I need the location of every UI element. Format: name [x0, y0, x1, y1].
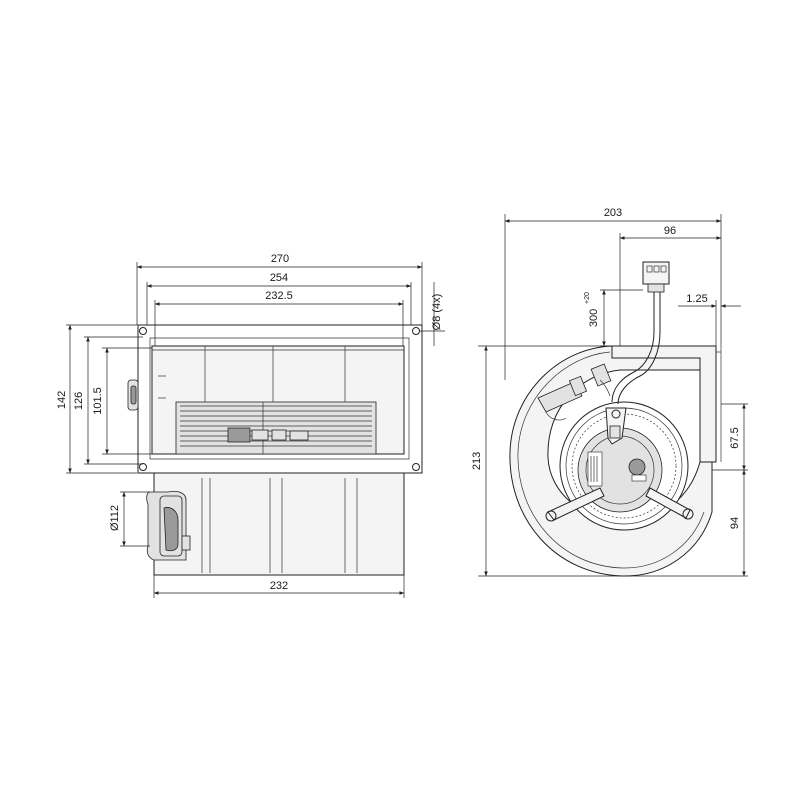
mount-hole-top-left [139, 327, 147, 335]
side-view [509, 261, 722, 577]
dim-126: 126 [73, 392, 85, 410]
dim-hole-8: Ø8 (4x) [431, 294, 443, 331]
dim-94: 94 [729, 517, 741, 529]
dim-67-5: 67.5 [729, 427, 741, 448]
cable-connector [642, 261, 670, 285]
mount-hole-bottom-left [139, 463, 147, 471]
dim-96: 96 [664, 225, 676, 237]
side-dimensions: 203 96 300 +20 1.25 213 67.5 94 [471, 207, 748, 577]
dim-101-5: 101.5 [92, 387, 104, 415]
dim-cable-300: 300 [588, 309, 600, 327]
dim-213: 213 [471, 452, 483, 470]
dim-232-5: 232.5 [265, 290, 293, 302]
dim-203: 203 [604, 207, 622, 219]
dim-270: 270 [271, 253, 289, 265]
motor-label [587, 451, 603, 487]
dim-cable-tolerance: +20 [584, 292, 591, 304]
dim-254: 254 [270, 272, 288, 284]
cable [611, 292, 655, 403]
dim-diameter-112: Ø112 [109, 505, 121, 531]
dim-232: 232 [270, 580, 288, 592]
mount-hole-bottom-right [412, 463, 420, 471]
dim-142: 142 [56, 391, 68, 409]
dim-1-25: 1.25 [686, 293, 707, 305]
front-view [127, 324, 423, 576]
motor-shaft [628, 458, 646, 476]
mount-arm-left [547, 487, 605, 521]
scroll-housing [153, 472, 405, 576]
front-dimensions: 270 254 232.5 Ø8 (4x) 142 126 101.5 [56, 253, 445, 598]
mount-arm-right [645, 487, 691, 519]
motor-hub [227, 427, 251, 443]
capacitor [537, 381, 583, 413]
mount-hole-top-right [412, 327, 420, 335]
mounting-flange [137, 324, 423, 474]
